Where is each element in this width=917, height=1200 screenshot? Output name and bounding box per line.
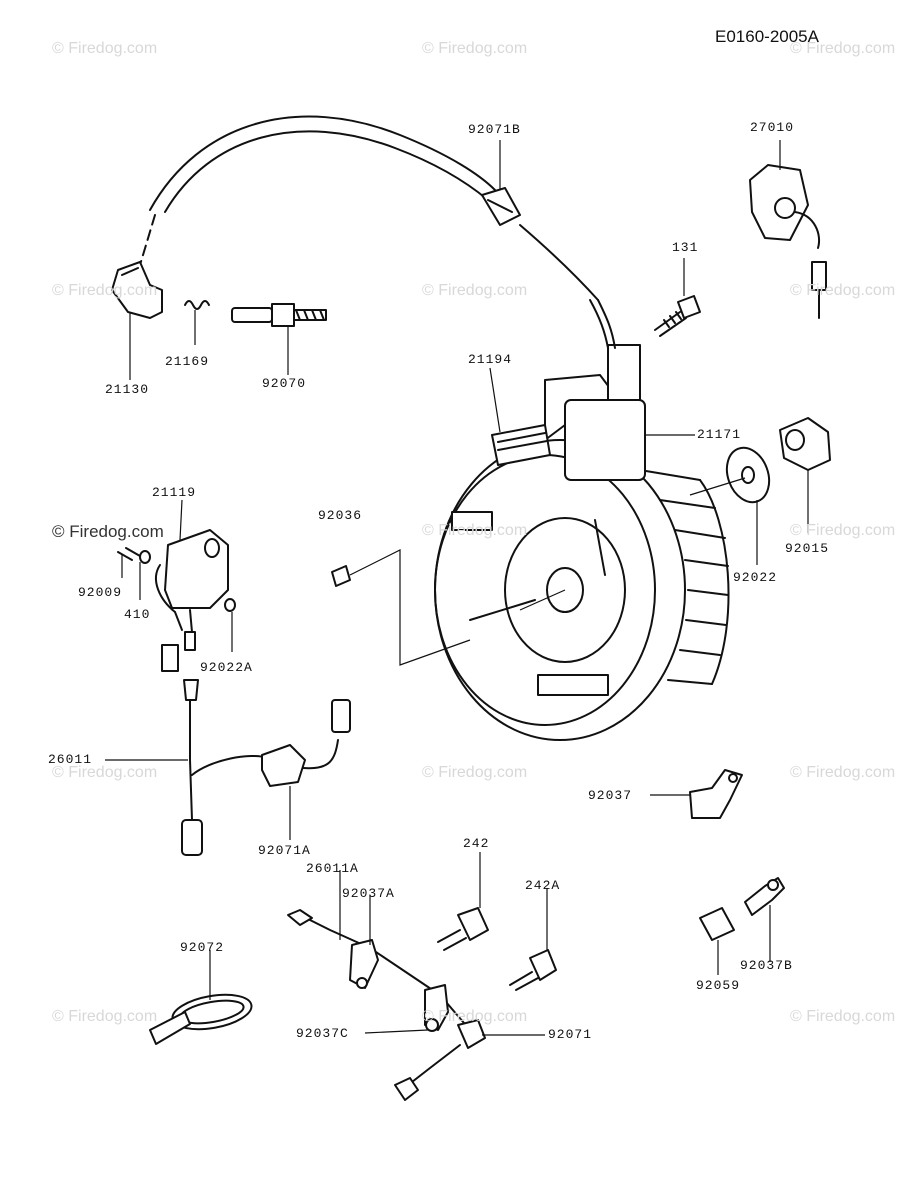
watermark: © Firedog.com — [790, 522, 896, 539]
watermark: © Firedog.com — [52, 40, 158, 57]
watermark: © Firedog.com — [52, 282, 158, 299]
clamp-92037[interactable] — [689, 769, 743, 819]
part-label-92071[interactable]: 92071 — [548, 1027, 593, 1042]
watermark: © Firedog.com — [52, 1008, 158, 1025]
part-label-92037B[interactable]: 92037B — [740, 958, 793, 973]
plug-cap-21130[interactable] — [111, 261, 163, 319]
part-label-131[interactable]: 131 — [672, 240, 699, 255]
washer-92022[interactable] — [720, 442, 777, 508]
terminal-92037B[interactable] — [744, 877, 785, 916]
key-92036[interactable] — [331, 565, 351, 587]
part-label-92022A[interactable]: 92022A — [200, 660, 253, 675]
watermark: © Firedog.com — [790, 1008, 896, 1025]
clamp-92037C[interactable] — [424, 984, 449, 1032]
part-label-242A[interactable]: 242A — [525, 878, 561, 893]
part-label-21171[interactable]: 21171 — [697, 427, 742, 442]
part-label-92036[interactable]: 92036 — [318, 508, 363, 523]
part-label-21119[interactable]: 21119 — [152, 485, 197, 500]
part-label-92072[interactable]: 92072 — [180, 940, 225, 955]
nut-92015[interactable] — [779, 417, 831, 471]
part-label-21130[interactable]: 21130 — [105, 382, 150, 397]
flywheel[interactable] — [434, 439, 730, 741]
watermark: © Firedog.com — [790, 764, 896, 781]
part-label-27010[interactable]: 27010 — [750, 120, 795, 135]
part-label-92070[interactable]: 92070 — [262, 376, 307, 391]
watermark: © Firedog.com — [52, 522, 164, 541]
diagram-code: E0160-2005A — [715, 27, 819, 46]
part-label-242[interactable]: 242 — [463, 836, 490, 851]
ignition-cable[interactable] — [139, 115, 599, 301]
bolt-242A[interactable] — [509, 949, 557, 991]
axis-line — [689, 477, 746, 496]
part-label-26011[interactable]: 26011 — [48, 752, 93, 767]
harness-26011[interactable] — [181, 679, 269, 856]
watermark: © Firedog.com — [52, 764, 158, 781]
part-label-92059[interactable]: 92059 — [696, 978, 741, 993]
tube-92059[interactable] — [699, 907, 735, 941]
spring-21169[interactable] — [184, 300, 210, 310]
part-label-92071B[interactable]: 92071B — [468, 122, 521, 137]
part-label-92037A[interactable]: 92037A — [342, 886, 395, 901]
watermark: © Firedog.com — [790, 40, 896, 57]
grommet-92071B[interactable] — [481, 187, 521, 226]
watermark: © Firedog.com — [422, 1008, 528, 1025]
grommet-92071[interactable] — [457, 1019, 486, 1049]
part-label-410[interactable]: 410 — [124, 607, 151, 622]
leader-lines — [105, 140, 809, 1036]
bolt-131[interactable] — [654, 295, 701, 337]
part-label-26011A[interactable]: 26011A — [306, 861, 359, 876]
part-label-92015[interactable]: 92015 — [785, 541, 830, 556]
grommet-92071A[interactable] — [261, 699, 351, 787]
part-label-92071A[interactable]: 92071A — [258, 843, 311, 858]
switch-27010[interactable] — [749, 164, 827, 319]
key-leader — [349, 549, 566, 666]
core-21194[interactable] — [491, 424, 551, 466]
ignition-coil-21171[interactable] — [544, 299, 646, 481]
watermark: © Firedog.com — [422, 764, 528, 781]
clamp-92037A[interactable] — [349, 939, 379, 989]
part-label-92022[interactable]: 92022 — [733, 570, 778, 585]
part-label-92037C[interactable]: 92037C — [296, 1026, 349, 1041]
part-label-21169[interactable]: 21169 — [165, 354, 210, 369]
band-92072[interactable] — [149, 989, 254, 1045]
bolt-242[interactable] — [437, 907, 489, 951]
watermark: © Firedog.com — [422, 40, 528, 57]
watermark: © Firedog.com — [422, 282, 528, 299]
watermark: © Firedog.com — [790, 282, 896, 299]
part-label-21194[interactable]: 21194 — [468, 352, 513, 367]
igniter-21119[interactable] — [155, 529, 236, 672]
watermark: © Firedog.com — [422, 522, 528, 539]
spark-plug-92070[interactable] — [231, 303, 327, 327]
part-label-92009[interactable]: 92009 — [78, 585, 123, 600]
screws-92009-410[interactable] — [117, 547, 151, 564]
part-label-92037[interactable]: 92037 — [588, 788, 633, 803]
